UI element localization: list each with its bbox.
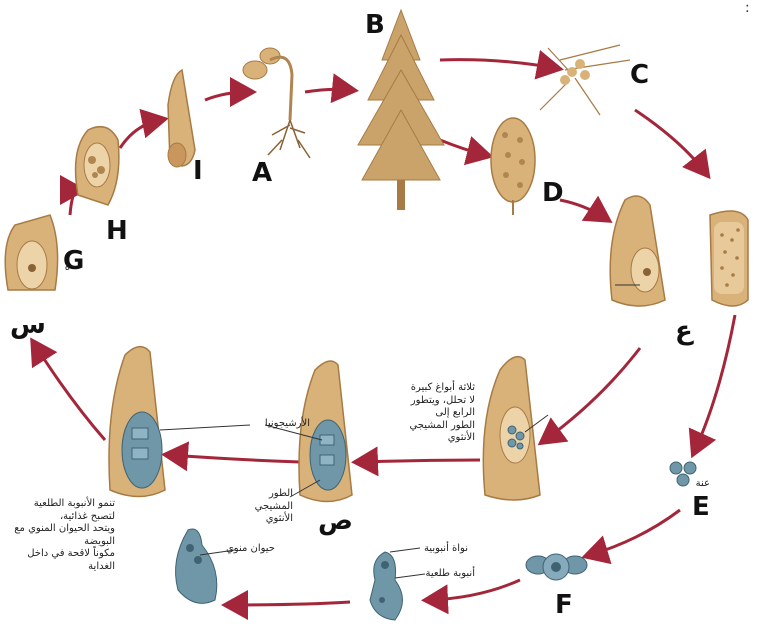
annotation-megaspores: ثلاثة أبواغ كبيرة لا تحلل، ويتطور الرابع…	[400, 382, 475, 445]
annotation-line: لا تحلل، ويتطور	[400, 395, 475, 408]
annotation-female-gametophyte: الطور المشيجي الأنثوي	[228, 488, 293, 526]
stage-g-ovule	[5, 215, 57, 290]
stage-i-winged-seed	[168, 70, 195, 167]
annotation-line: الطور	[228, 488, 293, 501]
arrow-g-to-h	[70, 190, 78, 215]
annotation-line: الغداية	[0, 561, 115, 574]
label-c: C	[630, 62, 649, 88]
label-i: I	[193, 158, 203, 184]
arrow-ain-to-megaspores	[545, 348, 640, 440]
arrow-c-to-sporangium	[635, 110, 705, 172]
arrow-b-to-d	[440, 140, 485, 155]
stage-f-winged-pollen	[526, 554, 587, 580]
label-seen: س	[10, 312, 46, 338]
annotation-line: تنمو الأنبوبة الطلعية	[0, 498, 115, 511]
annotation-line: ويتحد الحيوان المنوي مع البويضة	[0, 523, 115, 548]
arrow-b-to-c	[440, 60, 555, 68]
label-sad: ص	[318, 508, 353, 534]
annotation-g-note: ة	[58, 262, 70, 275]
stage-b-pine-tree	[358, 10, 444, 210]
annotation-e-note: عنة	[685, 478, 710, 491]
archegonia-ovule	[109, 347, 250, 497]
megaspore-ovule	[483, 357, 548, 500]
stage-h-seed	[76, 127, 119, 205]
arrow-e-to-f	[590, 510, 680, 555]
label-ain: ع	[675, 318, 693, 344]
annotation-pollen-tube: أنبوبة طلعية	[410, 568, 475, 581]
corner-mark: :	[745, 0, 750, 16]
annotation-line: ثلاثة أبواغ كبيرة	[400, 382, 475, 395]
arrow-i-to-a	[205, 92, 248, 100]
arrow-f-to-pollen-tube	[430, 580, 520, 600]
label-a: A	[252, 160, 272, 186]
annotation-line: المشيجي الأنثوي	[228, 501, 293, 526]
arrow-a-to-b	[305, 89, 350, 92]
annotation-archegonia: الأرشيجونيا	[250, 418, 310, 431]
label-d: D	[542, 180, 564, 206]
label-e: E	[692, 494, 710, 520]
annotation-line: لتصبح غذائية،	[0, 511, 115, 524]
annotation-sperm: حيوان منوي	[215, 543, 275, 556]
arrow-d-to-ovule	[560, 200, 605, 218]
stage-c-male-cones	[540, 45, 630, 115]
arrow-h-to-i	[120, 120, 160, 148]
stage-sad-female-gametophyte	[265, 361, 352, 502]
annotation-line: الطور المشيجي الأنثوي	[400, 420, 475, 445]
annotation-line: الرابع إلى	[400, 407, 475, 420]
microsporangium	[710, 211, 748, 306]
arrow-megaspores-to-sad	[360, 460, 480, 462]
label-f: F	[555, 592, 573, 618]
arrow-to-seen	[35, 345, 105, 440]
annotation-pollen-tubes: تنمو الأنبوبة الطلعية لتصبح غذائية، ويتح…	[0, 498, 115, 573]
pollen-with-sperm	[176, 529, 235, 603]
ovule-megasporangium	[610, 196, 665, 306]
germinating-pollen	[370, 548, 425, 620]
annotation-line: مكوناً لاقحة في داخل	[0, 548, 115, 561]
arrow-sporangium-to-e	[695, 315, 735, 450]
stage-a-seedling	[243, 48, 310, 158]
arrow-sad-to-archegonia	[170, 455, 300, 462]
label-b: B	[365, 12, 385, 38]
label-h: H	[106, 218, 128, 244]
arrow-pollen-to-fertilization	[230, 602, 350, 605]
annotation-tube-nucleus: نواة أنبوبية	[408, 543, 468, 556]
stage-d-female-cone	[491, 118, 535, 215]
